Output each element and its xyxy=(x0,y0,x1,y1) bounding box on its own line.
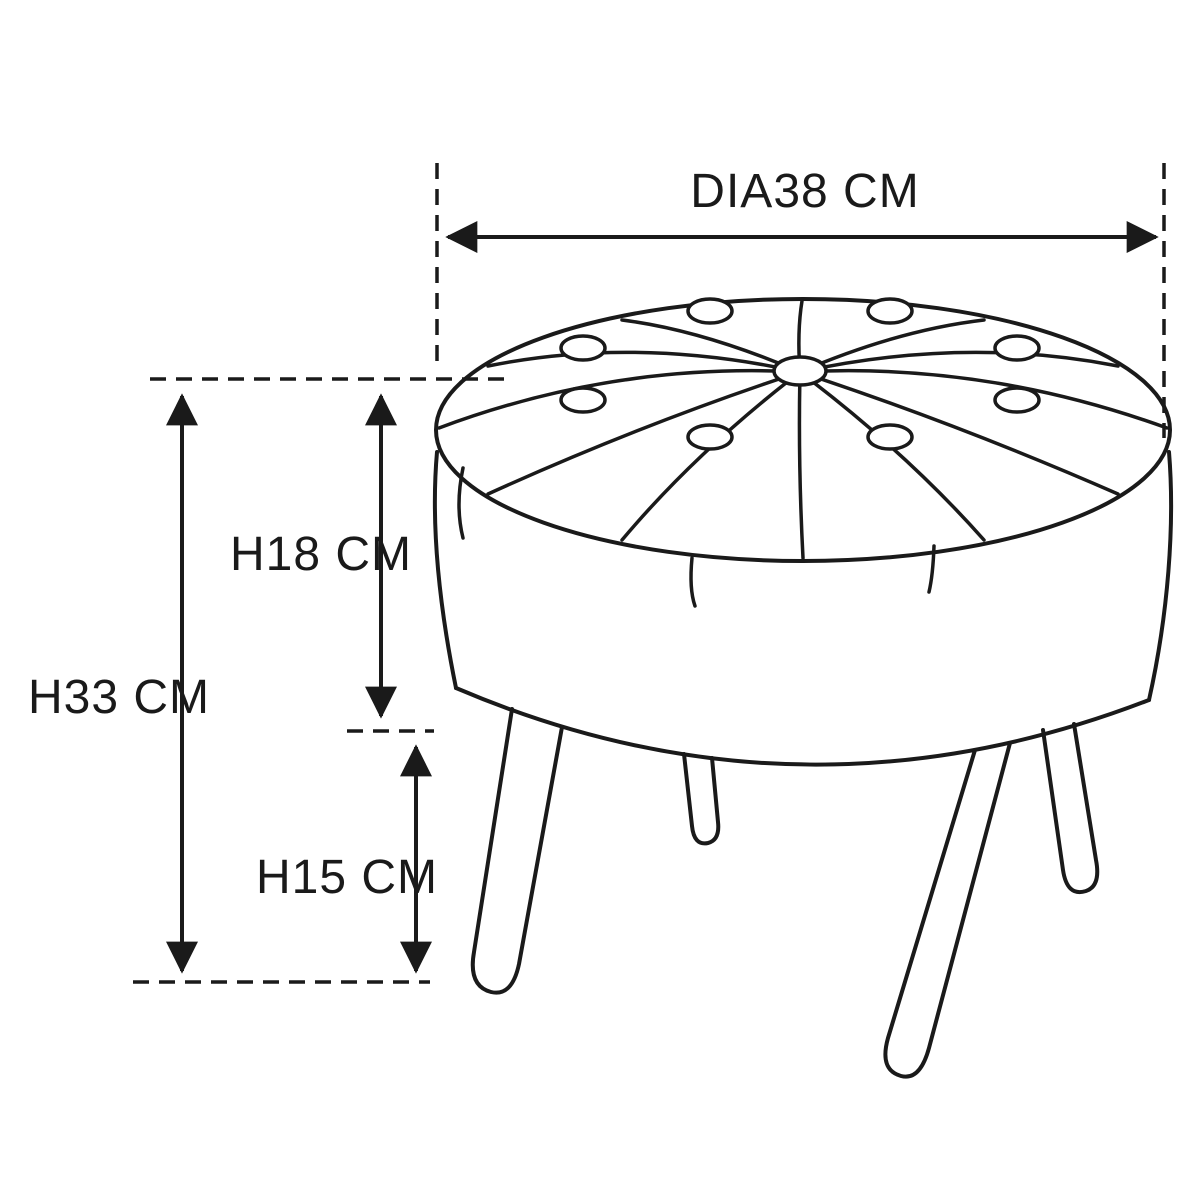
hairpin-legs xyxy=(470,707,1100,1079)
body-left-edge xyxy=(432,450,458,690)
tuft-seam xyxy=(620,370,802,542)
cushion-fold xyxy=(927,544,936,594)
cushion-fold xyxy=(689,556,697,608)
tuft-seam xyxy=(486,350,802,374)
tuft-seam xyxy=(798,318,986,374)
tuft-button xyxy=(993,334,1041,362)
tuft-seam xyxy=(620,318,802,374)
tuft-button xyxy=(559,386,607,414)
tuft-button xyxy=(866,423,914,451)
tuft-button xyxy=(993,386,1041,414)
seat-top xyxy=(434,297,1172,608)
cushion-folds xyxy=(457,466,936,608)
diameter-label: DIA38 CM xyxy=(690,165,919,218)
tuft-seam xyxy=(798,370,986,542)
leg-height-dimension: H15 CM xyxy=(256,744,438,974)
hairpin-leg-back-center xyxy=(682,752,721,846)
tuft-button xyxy=(559,334,607,362)
ottoman-drawing xyxy=(432,297,1174,1079)
tuft-button xyxy=(686,423,734,451)
tuft-seam xyxy=(797,370,805,560)
tuft-seam xyxy=(798,368,1169,430)
total-height-dimension: H33 CM xyxy=(28,377,512,984)
tuft-button xyxy=(686,297,734,325)
tuft-seam xyxy=(798,370,1120,496)
diameter-dimension: DIA38 CM xyxy=(435,163,1166,438)
seat-rim xyxy=(434,297,1172,563)
hairpin-leg-front-left xyxy=(470,707,564,995)
tuft-seams xyxy=(437,299,1169,560)
hairpin-leg-back-right xyxy=(1041,722,1100,894)
tuft-seam xyxy=(437,368,802,430)
tuft-seam xyxy=(486,370,802,496)
tuft-seam xyxy=(798,350,1120,374)
cushion-fold xyxy=(457,466,465,540)
tuft-buttons xyxy=(559,297,1041,451)
seat-height-label: H18 CM xyxy=(230,528,412,581)
body-bottom-edge xyxy=(454,686,1151,767)
leg-height-label: H15 CM xyxy=(256,851,438,904)
tuft-button-center xyxy=(772,355,828,387)
hairpin-leg-front-right xyxy=(883,741,1012,1079)
body-right-edge xyxy=(1147,450,1174,702)
seat-height-dimension: H18 CM xyxy=(230,393,434,733)
ottoman-body xyxy=(432,450,1174,767)
tuft-button xyxy=(866,297,914,325)
